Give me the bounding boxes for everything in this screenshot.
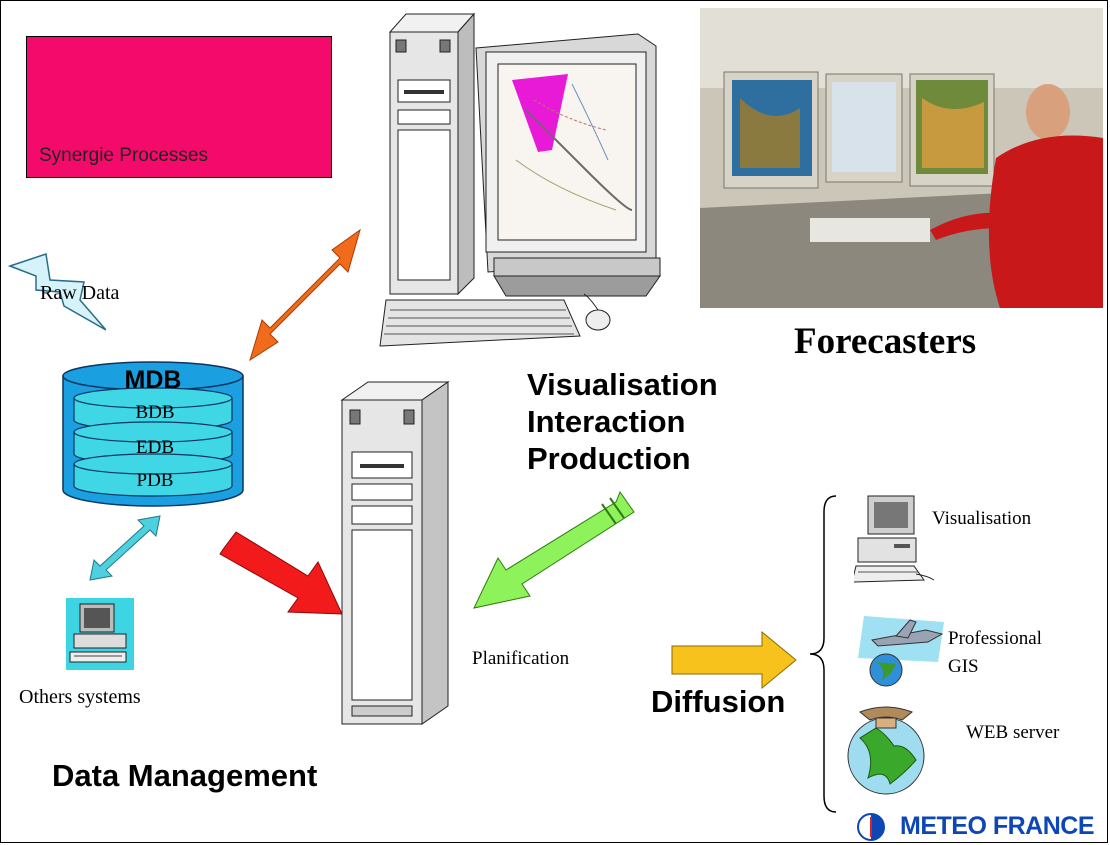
- green-arrow: [473, 490, 635, 609]
- mdb-database-icon: [62, 361, 244, 507]
- output-visualisation-label: Visualisation: [932, 508, 1032, 529]
- yellow-arrow: [671, 630, 797, 690]
- data-management-label: Data Management: [52, 758, 318, 793]
- function-visualisation: Visualisation: [527, 367, 718, 402]
- forecasters-label: Forecasters: [794, 321, 977, 362]
- others-systems-computer-icon: [66, 598, 134, 670]
- synergie-processes-box: Synergie Processes: [26, 36, 332, 178]
- web-globe-icon: [847, 706, 925, 795]
- server-tower-icon: [340, 381, 450, 725]
- diffusion-label: Diffusion: [651, 684, 786, 719]
- curly-brace: [809, 495, 837, 813]
- function-interaction: Interaction: [527, 404, 686, 439]
- output-professional-label: Professional: [948, 628, 1042, 649]
- meteo-france-logo-icon: [857, 813, 885, 841]
- red-arrow: [219, 531, 343, 615]
- cyan-double-arrow: [89, 515, 161, 581]
- function-production: Production: [527, 441, 691, 476]
- functions-block: Visualisation Interaction Production: [527, 366, 718, 477]
- output-web-server-label: WEB server: [966, 722, 1060, 743]
- planification-label: Planification: [472, 648, 570, 669]
- meteo-france-logo-text: METEO FRANCE: [900, 812, 1095, 840]
- mdb-layer-bdb: BDB: [135, 402, 175, 423]
- others-systems-label: Others systems: [19, 686, 141, 708]
- mdb-layer-pdb: PDB: [136, 470, 174, 491]
- visualisation-computer-icon: [854, 495, 935, 583]
- airplane-globe-icon: [858, 616, 944, 687]
- forecasters-photo: [700, 8, 1103, 308]
- mdb-layer-edb: EDB: [136, 437, 174, 458]
- raw-data-label: Raw Data: [40, 282, 120, 304]
- workstation-icon: [379, 12, 661, 347]
- lightning-icon: [7, 253, 106, 331]
- synergie-processes-label: Synergie Processes: [39, 145, 208, 166]
- output-gis-label: GIS: [948, 656, 979, 677]
- orange-double-arrow: [249, 228, 361, 362]
- mdb-title: MDB: [124, 366, 182, 394]
